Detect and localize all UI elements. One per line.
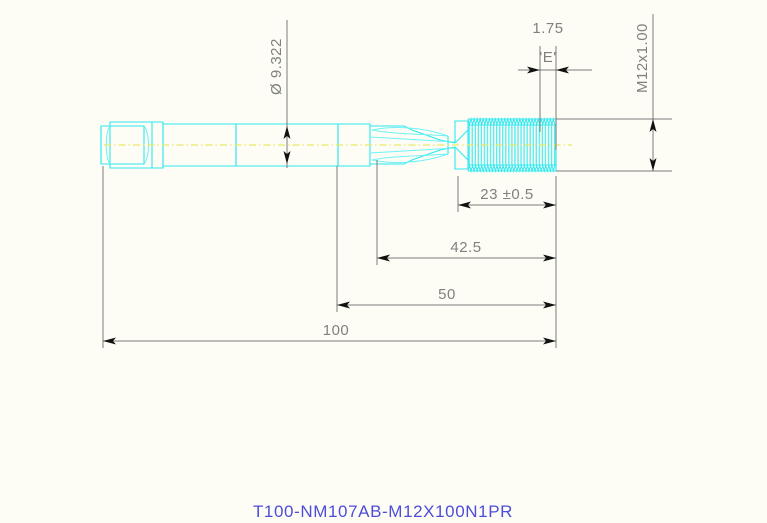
dimension-body-length: 50 [336,166,557,312]
dimension-thread-callout-e-label: 'E' [539,49,556,66]
dimension-overall-length-label: 100 [323,322,350,339]
dimension-thread-spec-label: M12x1.00 [634,23,651,93]
dimension-thread-pitch: 1.75 'E' [518,20,592,150]
shank-body [162,123,355,167]
part-geometry [100,117,572,173]
dimension-thread-spec: M12x1.00 [556,14,672,172]
dimension-body-length-label: 50 [438,286,456,303]
flute-section [355,123,456,167]
dimension-thread-length: 23 ±0.5 [457,176,557,212]
drawing-title: T100-NM107AB-M12X100N1PR [253,502,513,521]
dimension-thread-pitch-label: 1.75 [532,20,563,37]
dimension-overall-length: 100 [102,166,557,348]
dimension-flute-length-label: 42.5 [450,239,481,256]
dimension-flute-length: 42.5 [376,160,557,265]
dimension-thread-length-label: 23 ±0.5 [480,186,533,203]
dimension-diameter: Ø 9.322 [268,20,291,168]
dimension-diameter-label: Ø 9.322 [268,38,285,95]
dimension-layer: Ø 9.322 1.75 'E' M12x1.00 [102,14,672,348]
